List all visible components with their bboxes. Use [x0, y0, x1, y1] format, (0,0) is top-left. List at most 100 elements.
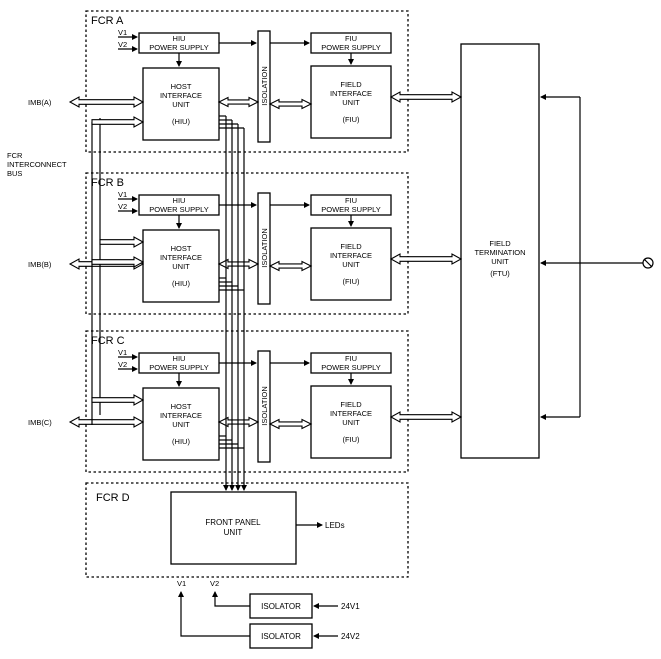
- svg-text:ISOLATOR: ISOLATOR: [261, 632, 301, 641]
- hiu-isolation-link: [217, 96, 260, 108]
- isolator-1: [249, 593, 313, 619]
- ftu-label-1: FIELD: [489, 239, 511, 248]
- hiu-label: (HIU): [172, 117, 190, 126]
- v2-label: V2: [118, 202, 127, 211]
- fiu-ftu-link: [389, 253, 463, 265]
- fcr-title: FCR A: [91, 15, 124, 27]
- ftu-field-connections: [540, 94, 654, 420]
- fiu-ps-label: FIU: [345, 34, 357, 43]
- imb-label: IMB(A): [28, 98, 52, 107]
- fiu-label: INTERFACE: [330, 89, 372, 98]
- fiu-label: (FIU): [342, 435, 360, 444]
- fcr-title: FCR B: [91, 177, 124, 189]
- fiu-label: (FIU): [342, 115, 360, 124]
- fiu-ftu-link: [389, 411, 463, 423]
- fcr-d-title: FCR D: [96, 492, 130, 504]
- hiu-label: UNIT: [172, 420, 190, 429]
- ftu-label-3: UNIT: [491, 257, 509, 266]
- fiu-label: FIELD: [340, 400, 362, 409]
- isolation-fiu-link: [268, 418, 313, 430]
- v1-label: V1: [118, 190, 127, 199]
- v2-label: V2: [118, 360, 127, 369]
- fcr-d-section: FCR D FRONT PANEL UNIT LEDs: [85, 482, 409, 578]
- front-panel-label-1: FRONT PANEL: [205, 518, 261, 527]
- fiu-label: UNIT: [342, 418, 360, 427]
- hiu-label: INTERFACE: [160, 91, 202, 100]
- input-24v1: 24V1: [341, 602, 360, 611]
- hiu-label: UNIT: [172, 262, 190, 271]
- isolation-label: ISOLATION: [260, 386, 269, 425]
- front-panel-label-2: UNIT: [224, 528, 243, 537]
- hiu-ps-label: HIU: [173, 196, 186, 205]
- host-interface-unit: [142, 67, 220, 141]
- v2-out-label: V2: [210, 579, 219, 588]
- field-termination-unit: FIELD TERMINATION UNIT (FTU): [460, 43, 540, 459]
- isolation-fiu-link: [268, 98, 313, 110]
- svg-text:FCR: FCR: [7, 151, 23, 160]
- fiu-ps-label: POWER SUPPLY: [321, 205, 380, 214]
- fiu-ps-label: FIU: [345, 196, 357, 205]
- fiu-label: INTERFACE: [330, 409, 372, 418]
- power-isolators: V1 V2 ISOLATOR ISOLATOR 24V1 24V2: [177, 579, 360, 649]
- fcr-title: FCR C: [91, 335, 125, 347]
- fiu-label: INTERFACE: [330, 251, 372, 260]
- hiu-ps-label: HIU: [173, 34, 186, 43]
- fiu-label: UNIT: [342, 260, 360, 269]
- hiu-label: (HIU): [172, 437, 190, 446]
- isolation-barrier: [257, 192, 271, 305]
- hiu-label: (HIU): [172, 279, 190, 288]
- isolation-barrier: [257, 350, 271, 463]
- isolation-fiu-link: [268, 260, 313, 272]
- imb-label: IMB(C): [28, 418, 52, 427]
- hiu-label: HOST: [171, 402, 192, 411]
- v1-out-label: V1: [177, 579, 186, 588]
- ftu-label-4: (FTU): [490, 269, 510, 278]
- bus-imb-b: [91, 256, 145, 268]
- interconnect-bus-label: FCR INTERCONNECT BUS: [7, 151, 67, 178]
- imb-hiu-link: [68, 416, 145, 428]
- v2-label: V2: [118, 40, 127, 49]
- hiu-label: INTERFACE: [160, 253, 202, 262]
- host-interface-unit: [142, 229, 220, 303]
- hiu-ps-label: HIU: [173, 354, 186, 363]
- bus-to-hiu-c: [91, 394, 145, 406]
- leds-label: LEDs: [325, 521, 345, 530]
- imb-label: IMB(B): [28, 260, 52, 269]
- fiu-ps-label: POWER SUPPLY: [321, 43, 380, 52]
- v1-label: V1: [118, 28, 127, 37]
- svg-text:BUS: BUS: [7, 169, 22, 178]
- host-interface-unit: [142, 387, 220, 461]
- bus-to-hiu-a: [91, 116, 145, 128]
- hiu-ps-label: POWER SUPPLY: [149, 363, 208, 372]
- svg-text:INTERCONNECT: INTERCONNECT: [7, 160, 67, 169]
- fiu-label: UNIT: [342, 98, 360, 107]
- interconnect-bus: [91, 115, 247, 491]
- fiu-ps-label: POWER SUPPLY: [321, 363, 380, 372]
- input-24v2: 24V2: [341, 632, 360, 641]
- isolation-barrier: [257, 30, 271, 143]
- hiu-label: HOST: [171, 244, 192, 253]
- isolator-2: [249, 623, 313, 649]
- v1-label: V1: [118, 348, 127, 357]
- isolation-label: ISOLATION: [260, 66, 269, 105]
- fiu-label: FIELD: [340, 242, 362, 251]
- field-interface-unit: [310, 385, 392, 459]
- imb-hiu-link: [68, 96, 145, 108]
- front-panel-unit: [170, 491, 297, 565]
- hiu-label: INTERFACE: [160, 411, 202, 420]
- ftu-label-2: TERMINATION: [474, 248, 525, 257]
- fiu-label: (FIU): [342, 277, 360, 286]
- bus-to-hiu-b: [99, 236, 145, 248]
- fiu-ps-label: FIU: [345, 354, 357, 363]
- fiu-ftu-link: [389, 91, 463, 103]
- fiu-label: FIELD: [340, 80, 362, 89]
- svg-text:ISOLATOR: ISOLATOR: [261, 602, 301, 611]
- field-interface-unit: [310, 65, 392, 139]
- isolation-label: ISOLATION: [260, 228, 269, 267]
- hiu-ps-label: POWER SUPPLY: [149, 43, 208, 52]
- field-interface-unit: [310, 227, 392, 301]
- hiu-label: HOST: [171, 82, 192, 91]
